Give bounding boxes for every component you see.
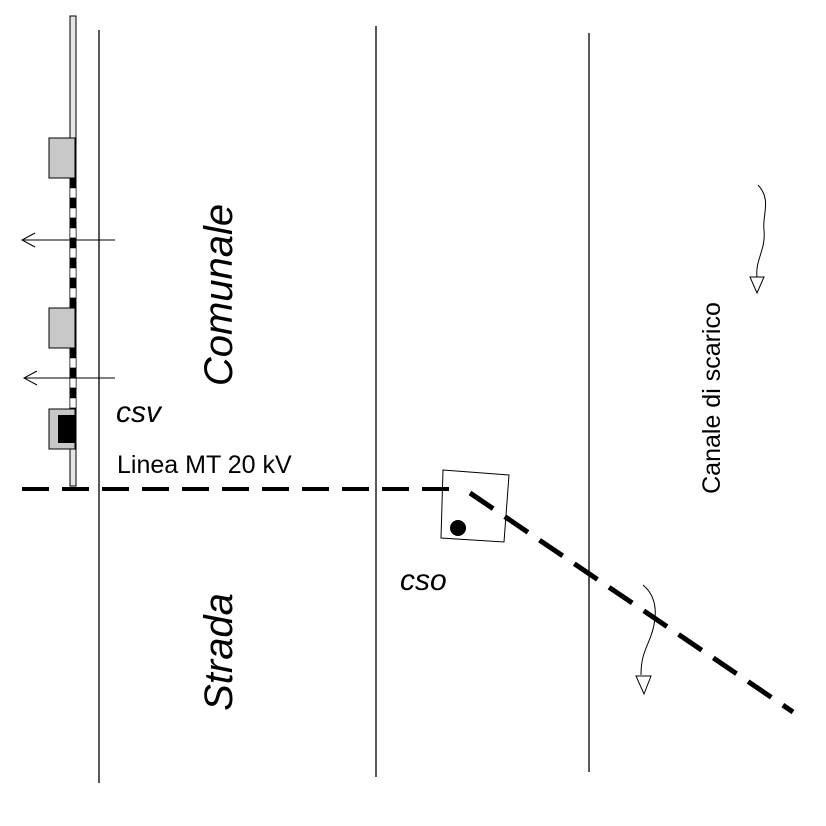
label-cso: cso <box>400 564 447 597</box>
cable-stripe <box>69 297 77 309</box>
label-csv: csv <box>116 396 163 429</box>
flow-arrow-icon <box>635 584 656 696</box>
label-comunale: Comunale <box>197 204 241 386</box>
cable-stripe <box>69 207 77 219</box>
label-canale: Canale di scarico <box>698 302 726 494</box>
cable-stripe <box>69 227 77 239</box>
cable-stripe <box>69 287 77 299</box>
cso-box <box>440 469 510 543</box>
cable-stripe <box>69 257 77 269</box>
arrow-left-icon <box>20 232 115 248</box>
cable-stripe <box>69 367 77 379</box>
cable-stripe <box>69 247 77 259</box>
cable-stripe <box>69 177 77 189</box>
mt-line-dashed-diagonal <box>468 490 795 715</box>
cable-stripe <box>69 347 77 359</box>
cable-segment-striped <box>69 177 77 410</box>
cable-stripe <box>69 217 77 229</box>
cable-stripe <box>69 277 77 289</box>
cable-stripe <box>69 397 77 409</box>
cable-stripe <box>69 197 77 209</box>
cable-stripe <box>69 357 77 369</box>
cable-stripe <box>69 387 77 399</box>
arrow-left-icon <box>22 370 115 386</box>
cable-stripe <box>69 187 77 199</box>
cable-stripe <box>69 267 77 279</box>
csv-cabinet <box>58 415 75 443</box>
label-strada: Strada <box>197 593 241 711</box>
label-linea-mt: Linea MT 20 kV <box>117 451 292 479</box>
cso-dot <box>450 520 466 536</box>
cable-stripe <box>69 377 77 389</box>
csv-substation-structure <box>48 15 77 487</box>
flow-arrow-icon <box>749 184 767 295</box>
